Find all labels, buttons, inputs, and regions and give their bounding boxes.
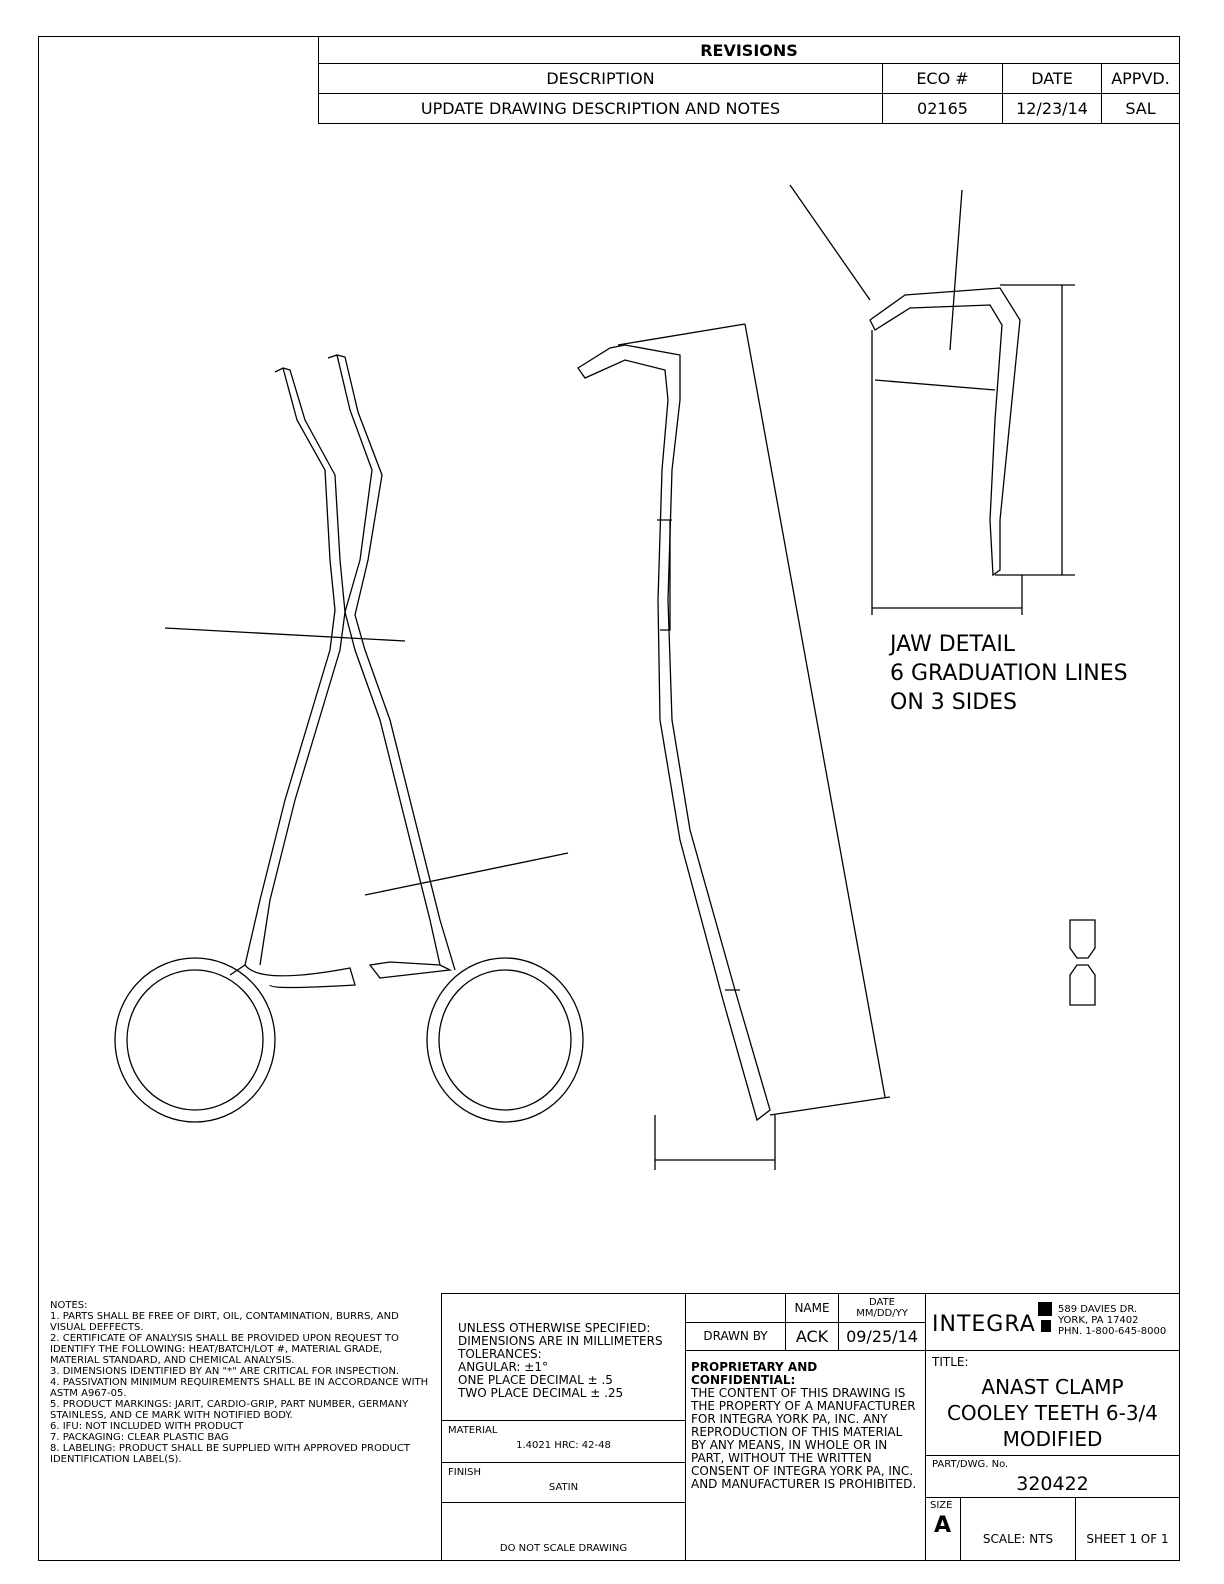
- note-item: 4. PASSIVATION MINIMUM REQUIREMENTS SHAL…: [50, 1377, 429, 1399]
- tolerance-line: TOLERANCES:: [458, 1347, 542, 1361]
- sheet-number: SHEET 1 OF 1: [1075, 1497, 1180, 1561]
- date-header: DATE MM/DD/YY: [838, 1293, 926, 1323]
- tolerance-line: ONE PLACE DECIMAL ± .5: [458, 1373, 613, 1387]
- jaw-detail-view: [789, 184, 1075, 615]
- part-number-box: PART/DWG. No. 320422: [925, 1455, 1180, 1498]
- part-label: PART/DWG. No.: [932, 1459, 1009, 1470]
- drawn-blank: [685, 1293, 786, 1323]
- note-item: 2. CERTIFICATE OF ANALYSIS SHALL BE PROV…: [50, 1333, 399, 1366]
- title-label: TITLE:: [932, 1355, 969, 1369]
- address-line: PHN. 1-800-645-8000: [1058, 1326, 1167, 1337]
- address-line: 589 DAVIES DR.: [1058, 1304, 1138, 1315]
- size-value: A: [934, 1513, 952, 1538]
- proprietary-box: PROPRIETARY AND CONFIDENTIAL: THE CONTEN…: [685, 1350, 926, 1561]
- tolerance-line: UNLESS OTHERWISE SPECIFIED:: [458, 1321, 651, 1335]
- finish-value: SATIN: [548, 1482, 579, 1493]
- note-item: 1. PARTS SHALL BE FREE OF DIRT, OIL, CON…: [50, 1311, 399, 1333]
- drawn-by-name: ACK: [785, 1322, 839, 1351]
- company-address: 589 DAVIES DR. YORK, PA 17402 PHN. 1-800…: [1058, 1304, 1166, 1337]
- material-value: 1.4021 HRC: 42-48: [516, 1440, 611, 1451]
- tolerance-line: DIMENSIONS ARE IN MILLIMETERS: [458, 1334, 663, 1348]
- material-box: MATERIAL 1.4021 HRC: 42-48: [441, 1420, 686, 1463]
- tolerance-line: ANGULAR: ±1°: [458, 1360, 548, 1374]
- proprietary-title: PROPRIETARY AND CONFIDENTIAL:: [691, 1360, 818, 1387]
- notes-title: NOTES:: [50, 1300, 88, 1311]
- jaw-detail-line: ON 3 SIDES: [890, 690, 1018, 715]
- title-box: TITLE: ANAST CLAMP COOLEY TEETH 6-3/4 MO…: [925, 1350, 1180, 1456]
- note-item: 3. DIMENSIONS IDENTIFIED BY AN "*" ARE C…: [50, 1366, 400, 1377]
- scale: SCALE: NTS: [960, 1497, 1076, 1561]
- do-not-scale: DO NOT SCALE DRAWING: [441, 1502, 686, 1561]
- tolerance-line: TWO PLACE DECIMAL ± .25: [458, 1386, 624, 1400]
- address-line: YORK, PA 17402: [1058, 1315, 1139, 1326]
- note-item: 7. PACKAGING: CLEAR PLASTIC BAG: [50, 1432, 229, 1443]
- revision-appvd: SAL: [1101, 93, 1180, 124]
- cross-section-icon: [1069, 919, 1096, 1006]
- jaw-detail-line: 6 GRADUATION LINES: [890, 661, 1128, 686]
- finish-box: FINISH SATIN: [441, 1462, 686, 1503]
- part-number: 320422: [1016, 1473, 1089, 1495]
- name-header: NAME: [785, 1293, 839, 1323]
- size-box: SIZE A: [925, 1497, 961, 1561]
- note-item: 6. IFU: NOT INCLUDED WITH PRODUCT: [50, 1421, 244, 1432]
- tolerances-box: UNLESS OTHERWISE SPECIFIED: DIMENSIONS A…: [441, 1293, 686, 1421]
- clamp-side-view: [577, 323, 891, 1170]
- logo-mark-icon: [1041, 1320, 1051, 1332]
- size-label: SIZE: [930, 1500, 953, 1511]
- material-label: MATERIAL: [448, 1425, 498, 1436]
- company-box: INTEGRA 589 DAVIES DR. YORK, PA 17402 PH…: [925, 1293, 1180, 1351]
- note-item: 5. PRODUCT MARKINGS: JARIT, CARDIO-GRIP,…: [50, 1399, 409, 1421]
- integra-logo: INTEGRA: [932, 1312, 1036, 1337]
- drawing-title: ANAST CLAMP COOLEY TEETH 6-3/4 MODIFIED: [926, 1374, 1179, 1452]
- notes: NOTES: 1. PARTS SHALL BE FREE OF DIRT, O…: [50, 1300, 430, 1465]
- title-line: ANAST CLAMP: [981, 1375, 1124, 1399]
- clamp-front-view: [114, 354, 584, 1123]
- note-item: 8. LABELING: PRODUCT SHALL BE SUPPLIED W…: [50, 1443, 410, 1465]
- title-line: COOLEY TEETH 6-3/4: [946, 1401, 1159, 1425]
- drawn-by-label: DRAWN BY: [685, 1322, 786, 1351]
- jaw-detail-line: JAW DETAIL: [890, 632, 1016, 657]
- drawn-date: 09/25/14: [838, 1322, 926, 1351]
- finish-label: FINISH: [448, 1467, 481, 1478]
- logo-mark-icon: [1038, 1302, 1052, 1316]
- title-line: MODIFIED: [1002, 1427, 1103, 1451]
- proprietary-text: THE CONTENT OF THIS DRAWING IS THE PROPE…: [691, 1386, 917, 1491]
- jaw-detail-note: JAW DETAIL 6 GRADUATION LINES ON 3 SIDES: [890, 630, 1128, 717]
